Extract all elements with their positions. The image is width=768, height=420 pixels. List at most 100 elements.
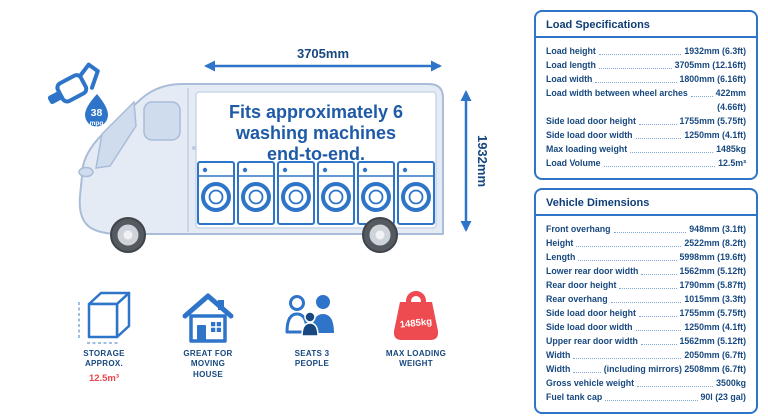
spec-value: 3705mm (12.16ft)	[674, 60, 746, 70]
spec-value: (including mirrors) 2508mm (6.7ft)	[603, 364, 746, 374]
mpg-unit: mpg	[90, 120, 104, 127]
spec-label: Width	[546, 350, 571, 360]
spec-label: Side load door width	[546, 130, 633, 140]
mpg-value: 38	[91, 107, 103, 119]
headlight	[78, 166, 94, 178]
windshield	[95, 100, 137, 169]
spec-row: Upper rear door width 1562mm (5.12ft)	[546, 334, 746, 348]
spec-label: Front overhang	[546, 224, 611, 234]
fuel-nozzle-icon	[47, 62, 100, 105]
washing-machines-row	[197, 161, 435, 225]
feature-max-loading: 1485kg MAX LOADING WEIGHT	[368, 282, 464, 384]
spec-label: Height	[546, 238, 574, 248]
washing-machine-icon	[317, 161, 355, 225]
spec-row: Gross vehicle weight 3500kg	[546, 376, 746, 390]
spec-label: Fuel tank cap	[546, 392, 603, 402]
spec-label: Width	[546, 364, 571, 374]
dotted-leader	[630, 152, 714, 153]
dotted-leader	[573, 372, 601, 373]
washing-machine-icon	[197, 161, 235, 225]
dotted-leader	[603, 166, 716, 167]
panel-body: Front overhang 948mm (3.1ft) Height 2522mm …	[546, 222, 746, 404]
arrow-up-icon	[460, 90, 472, 101]
spec-row: Load width 1800mm (6.16ft)	[546, 72, 746, 86]
spec-value: 3500kg	[716, 378, 746, 388]
slogan: Fits approximately 6 washing machines en…	[229, 102, 403, 164]
spec-label: Upper rear door width	[546, 336, 638, 346]
feature-storage: STORAGE APPROX. 12.5m³	[56, 282, 152, 384]
spec-label: Load width	[546, 74, 593, 84]
dotted-leader	[610, 302, 682, 303]
van-illustration: 3705mm Fits approximately 6 washing mach…	[78, 46, 490, 253]
spec-label: Load Volume	[546, 158, 601, 168]
spec-value: 948mm (3.1ft)	[689, 224, 746, 234]
feature-label: GREAT FOR MOVING HOUSE	[183, 349, 233, 379]
dotted-leader	[605, 400, 698, 401]
dotted-leader	[635, 138, 682, 139]
spec-row: Load width between wheel arches 422mm	[546, 86, 746, 100]
panel-title: Vehicle Dimensions	[536, 197, 756, 216]
max-loading-value: 1485kg	[399, 316, 432, 330]
spec-label: Side load door height	[546, 116, 636, 126]
spec-value: 1562mm (5.12ft)	[679, 266, 747, 276]
cab-window	[143, 101, 181, 141]
dotted-leader	[690, 96, 713, 97]
spec-value: 1800mm (6.16ft)	[679, 74, 747, 84]
spec-label: Side load door width	[546, 322, 633, 332]
spec-value: 2522mm (8.2ft)	[684, 238, 746, 248]
vehicle-dimensions-panel: Vehicle Dimensions Front overhang 948mm (…	[534, 188, 758, 414]
spec-label: Rear door height	[546, 280, 617, 290]
weight-icon: 1485kg	[386, 282, 446, 346]
dotted-leader	[619, 288, 677, 289]
spec-label: Rear overhang	[546, 294, 608, 304]
dotted-leader	[640, 344, 677, 345]
washing-machine-icon	[357, 161, 395, 225]
spec-label: Lower rear door width	[546, 266, 639, 276]
storage-box-icon	[73, 282, 135, 346]
spec-value: 1562mm (5.12ft)	[679, 336, 747, 346]
dotted-leader	[576, 246, 682, 247]
spec-row: Height 2522mm (8.2ft)	[546, 236, 746, 250]
spec-value: (4.66ft)	[717, 102, 746, 112]
spec-value: 1015mm (3.3ft)	[684, 294, 746, 304]
panel-title: Load Specifications	[536, 19, 756, 38]
dotted-leader	[613, 232, 687, 233]
arrow-left-icon	[204, 60, 215, 72]
dotted-leader	[641, 274, 677, 275]
spec-label: Side load door height	[546, 308, 636, 318]
spec-label: Load width between wheel arches	[546, 88, 688, 98]
length-dimension-label: 3705mm	[297, 46, 349, 61]
spec-value: 1250mm (4.1ft)	[684, 322, 746, 332]
dotted-leader	[635, 330, 682, 331]
fuel-economy-badge: 38 mpg	[47, 62, 108, 127]
dotted-leader	[595, 82, 677, 83]
spec-value: 1755mm (5.75ft)	[679, 308, 747, 318]
washing-machine-icon	[277, 161, 315, 225]
spec-value: 422mm	[715, 88, 746, 98]
length-dimension: 3705mm	[204, 46, 442, 72]
spec-value: 1755mm (5.75ft)	[679, 116, 747, 126]
arrow-down-icon	[460, 221, 472, 232]
spec-label: Load length	[546, 60, 596, 70]
feature-label: STORAGE APPROX.	[83, 349, 125, 369]
spec-row: Side load door height 1755mm (5.75ft)	[546, 306, 746, 320]
fuel-drop-icon	[85, 94, 108, 127]
slogan-line-3: end-to-end.	[267, 144, 365, 164]
dotted-leader	[578, 260, 677, 261]
dotted-leader	[573, 358, 682, 359]
front-wheel-icon	[110, 217, 146, 253]
slogan-line-1: Fits approximately 6	[229, 102, 403, 122]
spec-label: Gross vehicle weight	[546, 378, 634, 388]
feature-moving-house: GREAT FOR MOVING HOUSE	[160, 282, 256, 384]
spec-row: Width (including mirrors) 2508mm (6.7ft)	[546, 362, 746, 376]
spec-row: Side load door height 1755mm (5.75ft)	[546, 114, 746, 128]
slogan-line-2: washing machines	[235, 123, 396, 143]
feature-seats: SEATS 3 PEOPLE	[264, 282, 360, 384]
